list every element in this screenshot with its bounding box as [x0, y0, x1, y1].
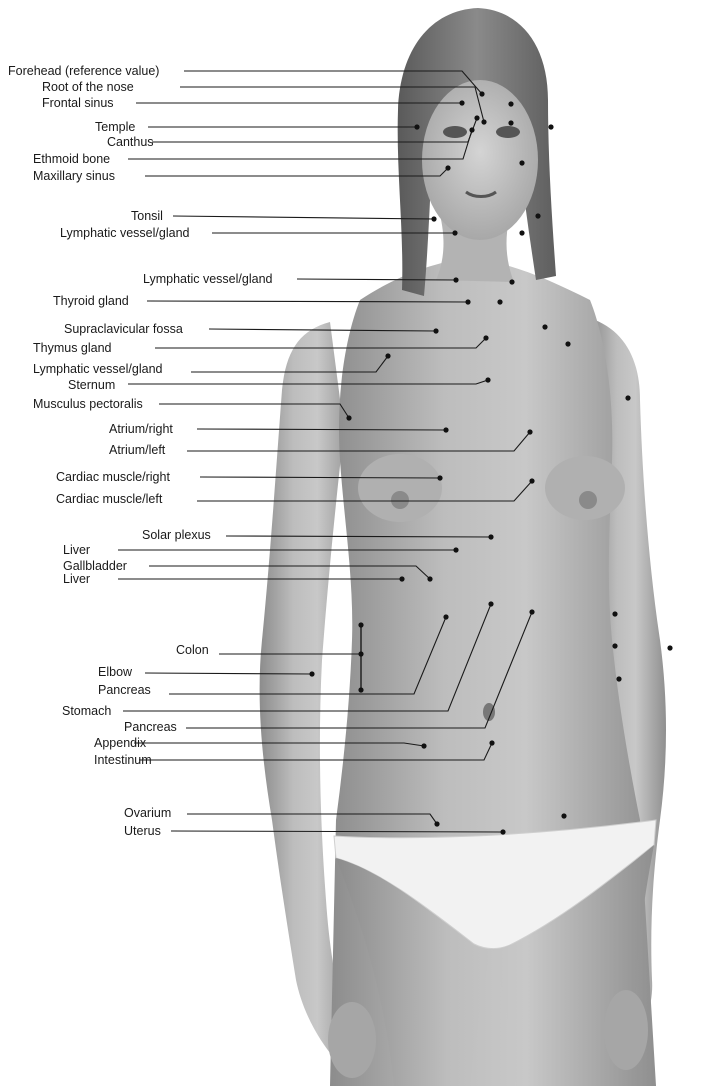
label-ovarium: Ovarium	[124, 806, 171, 820]
point-dot	[529, 478, 534, 483]
hand-right	[328, 1002, 376, 1078]
point-dot	[434, 821, 439, 826]
face	[422, 80, 538, 240]
label-elbow: Elbow	[98, 665, 132, 679]
point-dot	[497, 299, 502, 304]
eye-left	[496, 126, 520, 138]
label-ethmoid-bone: Ethmoid bone	[33, 152, 110, 166]
nipple-right	[391, 491, 409, 509]
point-dot	[519, 230, 524, 235]
label-lymphatic-vessel-gland: Lymphatic vessel/gland	[60, 226, 189, 240]
point-dot	[481, 119, 486, 124]
point-dot	[443, 427, 448, 432]
point-dot	[500, 829, 505, 834]
label-pancreas: Pancreas	[124, 720, 177, 734]
point-dot	[437, 475, 442, 480]
label-temple: Temple	[95, 120, 135, 134]
label-cardiac-muscle-left: Cardiac muscle/left	[56, 492, 162, 506]
label-supraclavicular-fossa: Supraclavicular fossa	[64, 322, 183, 336]
point-dot	[508, 120, 513, 125]
label-intestinum: Intestinum	[94, 753, 152, 767]
label-forehead-reference-value: Forehead (reference value)	[8, 64, 159, 78]
point-dot	[519, 160, 524, 165]
label-sternum: Sternum	[68, 378, 115, 392]
label-atrium-left: Atrium/left	[109, 443, 165, 457]
label-maxillary-sinus: Maxillary sinus	[33, 169, 115, 183]
point-dot	[479, 91, 484, 96]
point-dot	[489, 740, 494, 745]
point-dot	[474, 115, 479, 120]
point-dot	[612, 643, 617, 648]
point-dot	[616, 676, 621, 681]
nipple-left	[579, 491, 597, 509]
label-appendix: Appendix	[94, 736, 146, 750]
label-thyroid-gland: Thyroid gland	[53, 294, 129, 308]
label-tonsil: Tonsil	[131, 209, 163, 223]
point-dot	[445, 165, 450, 170]
point-dot	[453, 277, 458, 282]
point-dot	[561, 813, 566, 818]
breast-right	[358, 454, 442, 522]
point-dot	[358, 651, 363, 656]
point-dot	[421, 743, 426, 748]
point-dot	[414, 124, 419, 129]
point-dot	[529, 609, 534, 614]
point-dot	[488, 534, 493, 539]
point-dot	[452, 230, 457, 235]
hand-left	[604, 990, 648, 1070]
point-dot	[433, 328, 438, 333]
label-lymphatic-vessel-gland: Lymphatic vessel/gland	[143, 272, 272, 286]
label-solar-plexus: Solar plexus	[142, 528, 211, 542]
point-dot	[453, 547, 458, 552]
point-dot	[542, 324, 547, 329]
eye-right	[443, 126, 467, 138]
point-dot	[431, 216, 436, 221]
point-dot	[488, 601, 493, 606]
body-silhouette	[260, 8, 666, 1086]
point-dot	[346, 415, 351, 420]
label-uterus: Uterus	[124, 824, 161, 838]
leader-line	[173, 216, 434, 219]
label-atrium-right: Atrium/right	[109, 422, 173, 436]
point-dot	[625, 395, 630, 400]
label-stomach: Stomach	[62, 704, 111, 718]
point-dot	[427, 576, 432, 581]
point-dot	[509, 279, 514, 284]
label-frontal-sinus: Frontal sinus	[42, 96, 114, 110]
label-canthus: Canthus	[107, 135, 154, 149]
point-dot	[385, 353, 390, 358]
point-dot	[465, 299, 470, 304]
label-root-of-the-nose: Root of the nose	[42, 80, 134, 94]
point-dot	[399, 576, 404, 581]
point-dot	[612, 611, 617, 616]
point-dot	[485, 377, 490, 382]
point-dot	[548, 124, 553, 129]
point-dot	[508, 101, 513, 106]
point-dot	[358, 687, 363, 692]
point-dot	[309, 671, 314, 676]
point-dot	[469, 127, 474, 132]
point-dot	[358, 622, 363, 627]
point-dot	[443, 614, 448, 619]
label-liver: Liver	[63, 543, 90, 557]
label-musculus-pectoralis: Musculus pectoralis	[33, 397, 143, 411]
label-liver: Liver	[63, 572, 90, 586]
point-dot	[565, 341, 570, 346]
point-dot	[527, 429, 532, 434]
point-dot	[483, 335, 488, 340]
label-gallbladder: Gallbladder	[63, 559, 127, 573]
point-dot	[667, 645, 672, 650]
label-cardiac-muscle-right: Cardiac muscle/right	[56, 470, 170, 484]
label-pancreas: Pancreas	[98, 683, 151, 697]
point-dot	[535, 213, 540, 218]
label-thymus-gland: Thymus gland	[33, 341, 112, 355]
breast-left	[545, 456, 625, 520]
label-colon: Colon	[176, 643, 209, 657]
label-lymphatic-vessel-gland: Lymphatic vessel/gland	[33, 362, 162, 376]
point-dot	[459, 100, 464, 105]
